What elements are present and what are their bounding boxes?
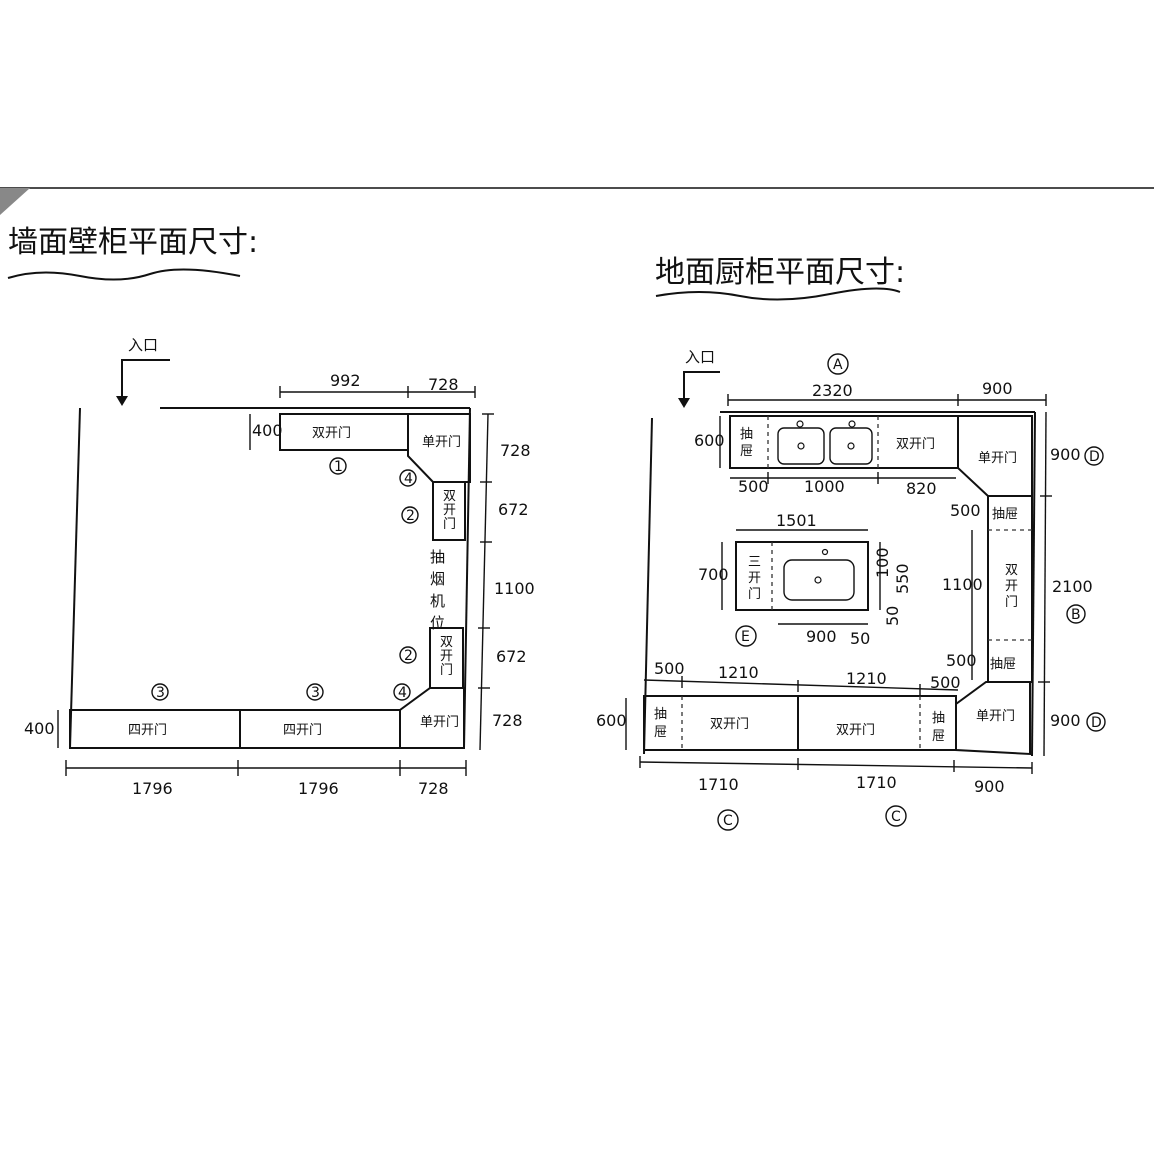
- dim-500-row-left: 500: [654, 659, 685, 678]
- top-double-label: 双开门: [312, 426, 351, 441]
- marker-4-top: 4: [404, 471, 413, 487]
- marker-3-b: 3: [311, 685, 320, 701]
- dim-728-right-a: 728: [500, 441, 531, 460]
- cabinet-markers: 1 4 2 2 4 3 3: [151, 457, 419, 701]
- bottom-single-label: 单开门: [420, 715, 459, 730]
- dim-992: 992: [330, 371, 361, 390]
- right-double-a-label: 双开门: [443, 489, 456, 532]
- dim-400-bottom: 400: [24, 719, 55, 738]
- left-wall: [69, 407, 81, 749]
- dim-550: 550: [893, 563, 912, 594]
- dim-700-island: 700: [698, 565, 729, 584]
- marker-2-bottom: 2: [404, 648, 413, 664]
- marker-1: 1: [334, 459, 343, 475]
- dim-1710-b: 1710: [856, 773, 897, 792]
- top-single-label: 单开门: [422, 435, 461, 450]
- paper-corner: [0, 188, 30, 215]
- marker-c-b: C: [891, 809, 901, 825]
- right-drawer-bottom-label: 抽屉: [990, 657, 1016, 672]
- corner-single-cabinet-bottom: [955, 681, 1031, 756]
- range-hood-position: 抽烟机位: [430, 548, 445, 632]
- marker-2-top: 2: [406, 508, 415, 524]
- right-drawer-top-label: 抽屉: [992, 507, 1018, 522]
- bottom-four-b-label: 四开门: [283, 723, 322, 738]
- floor-entrance-arrow: 入口: [678, 348, 720, 408]
- bottom-single-door-cabinet: [399, 687, 465, 749]
- marker-3-a: 3: [156, 685, 165, 701]
- dim-820-sub: 820: [906, 479, 937, 498]
- dim-500-sub: 500: [738, 477, 769, 496]
- wall-cabinet-plan: 墙面壁柜平面尺寸: 入口 双开门 单开门 双开门 抽烟机位 双开门 四: [7, 225, 535, 798]
- marker-c-a: C: [723, 813, 733, 829]
- floor-right-wall: [1031, 411, 1036, 757]
- dim-1501: 1501: [776, 511, 817, 530]
- dim-2100: 2100: [1052, 577, 1093, 596]
- dim-2320: 2320: [812, 381, 853, 400]
- dim-500-row-right: 500: [930, 673, 961, 692]
- bottom-drawer-left-label: 抽屉: [654, 707, 667, 740]
- dim-672-right-b: 672: [496, 647, 527, 666]
- dim-1796-b: 1796: [298, 779, 339, 798]
- dim-400-top: 400: [252, 421, 283, 440]
- dim-728-right-b: 728: [492, 711, 523, 730]
- bottom-single-label-floor: 单开门: [976, 709, 1015, 724]
- dim-900-bottom: 900: [974, 777, 1005, 796]
- marker-d-top: D: [1089, 449, 1100, 465]
- marker-4-bottom: 4: [398, 685, 407, 701]
- bottom-counter-c: [643, 695, 957, 751]
- dim-900-right-bottom: 900: [1050, 711, 1081, 730]
- top-single-label-floor: 单开门: [978, 451, 1017, 466]
- dim-900-right-top: 900: [1050, 445, 1081, 464]
- bottom-double-a-label: 双开门: [710, 717, 749, 732]
- floor-plan-title: 地面厨柜平面尺寸:: [655, 255, 905, 290]
- dim-728-top: 728: [428, 375, 459, 394]
- dim-100: 100: [873, 547, 892, 578]
- dim-900-island: 900: [806, 627, 837, 646]
- floor-left-wall: [643, 417, 653, 755]
- dim-728-bottom: 728: [418, 779, 449, 798]
- marker-b: B: [1071, 607, 1081, 623]
- top-double-label-floor: 双开门: [896, 437, 935, 452]
- floor-cabinet-plan: 地面厨柜平面尺寸: 入口 抽屉 双开门 单开门: [596, 255, 1106, 831]
- island-e: [735, 541, 869, 611]
- floor-markers: A D B D E C C: [717, 353, 1106, 831]
- dim-900-top: 900: [982, 379, 1013, 398]
- right-double-door-cabinet-a: [432, 481, 466, 541]
- entrance-arrow: 入口: [116, 336, 170, 406]
- dim-600-bottom: 600: [596, 711, 627, 730]
- bottom-double-b-label: 双开门: [836, 723, 875, 738]
- wall-plan-dimensions: 992 728 400 728 672 1100 672 728 400 179…: [24, 371, 535, 798]
- dim-500-inner-top: 500: [950, 501, 981, 520]
- entrance-label: 入口: [128, 336, 158, 354]
- dim-1100-inner: 1100: [942, 575, 983, 594]
- floor-title-underline: [655, 287, 901, 301]
- dim-1100-right: 1100: [494, 579, 535, 598]
- top-drawer-label: 抽屉: [740, 427, 753, 459]
- right-double-b-label: 双开门: [440, 635, 453, 678]
- right-double-label-floor: 双开门: [1005, 563, 1018, 610]
- dim-1710-a: 1710: [698, 775, 739, 794]
- dim-500-inner-bottom: 500: [946, 651, 977, 670]
- floor-entrance-label: 入口: [685, 348, 715, 366]
- double-sink: [777, 420, 873, 465]
- dim-1000-sub: 1000: [804, 477, 845, 496]
- bottom-drawer-right-label: 抽屉: [932, 711, 945, 744]
- bottom-four-a-label: 四开门: [128, 723, 167, 738]
- title-underline: [7, 268, 241, 281]
- island-sink: [783, 559, 855, 601]
- dim-50-bottom: 50: [850, 629, 870, 648]
- dim-50-side: 50: [883, 606, 902, 626]
- floor-plan-dimensions: 2320 900 600 500 1000 820 900 2100 900 5…: [596, 379, 1093, 796]
- marker-e: E: [741, 629, 750, 645]
- marker-d-bottom: D: [1091, 715, 1102, 731]
- wall-plan-title: 墙面壁柜平面尺寸:: [8, 225, 258, 260]
- island-triple-label: 三开门: [748, 555, 761, 602]
- marker-a: A: [833, 357, 843, 373]
- dim-1210-a: 1210: [718, 663, 759, 682]
- dim-1796-a: 1796: [132, 779, 173, 798]
- dim-672-right-a: 672: [498, 500, 529, 519]
- dim-1210-b: 1210: [846, 669, 887, 688]
- dim-600-left: 600: [694, 431, 725, 450]
